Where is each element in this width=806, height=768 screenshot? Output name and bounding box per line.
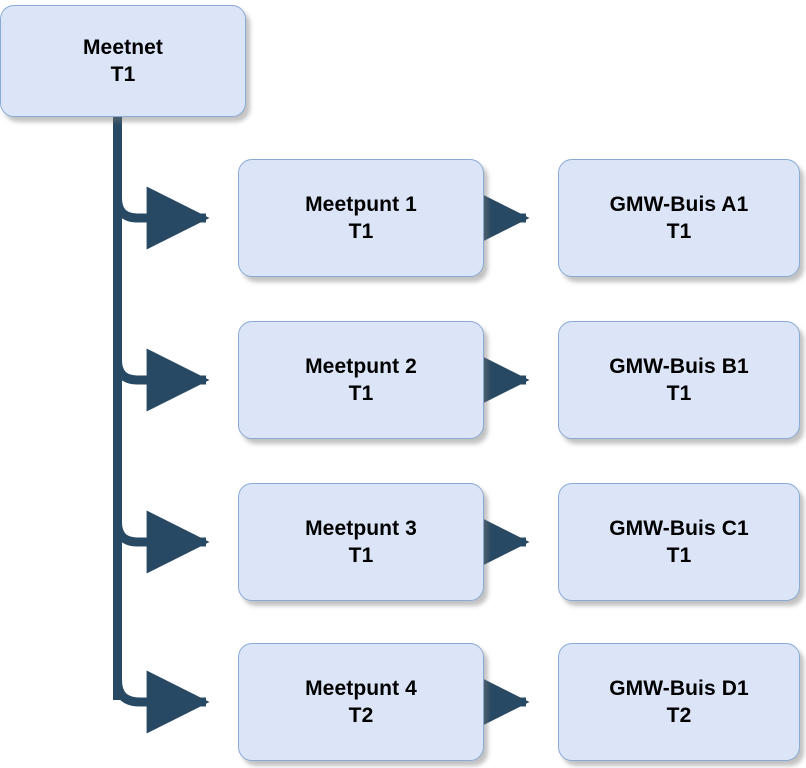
- node-version: T1: [348, 220, 374, 243]
- node-title: GMW-Buis C1: [609, 516, 749, 540]
- node-title: Meetpunt 1: [305, 192, 417, 216]
- edge-root-to-meetpunt-3: [113, 510, 210, 574]
- node-gmw-buis-b1[interactable]: GMW-Buis B1 T1: [558, 321, 800, 439]
- node-title: Meetpunt 2: [305, 354, 417, 378]
- node-title: GMW-Buis D1: [609, 676, 749, 700]
- node-title: GMW-Buis B1: [609, 354, 749, 378]
- node-version: T2: [348, 704, 374, 727]
- node-title: Meetpunt 3: [305, 516, 417, 540]
- node-version: T1: [348, 544, 374, 567]
- node-meetpunt-4[interactable]: Meetpunt 4 T2: [238, 643, 484, 761]
- node-version: T1: [666, 544, 692, 567]
- node-gmw-buis-d1[interactable]: GMW-Buis D1 T2: [558, 643, 800, 761]
- node-gmw-buis-a1[interactable]: GMW-Buis A1 T1: [558, 159, 800, 277]
- node-title: Meetpunt 4: [305, 676, 417, 700]
- node-version: T1: [666, 382, 692, 405]
- edge-root-to-meetpunt-4: [113, 670, 210, 734]
- node-meetpunt-2[interactable]: Meetpunt 2 T1: [238, 321, 484, 439]
- edge-root-to-meetpunt-2: [113, 348, 210, 412]
- node-version: T1: [110, 63, 136, 86]
- node-meetnet[interactable]: Meetnet T1: [0, 5, 246, 117]
- node-gmw-buis-c1[interactable]: GMW-Buis C1 T1: [558, 483, 800, 601]
- node-meetpunt-1[interactable]: Meetpunt 1 T1: [238, 159, 484, 277]
- edge-root-to-meetpunt-1: [113, 186, 210, 250]
- node-version: T2: [666, 704, 692, 727]
- node-title: Meetnet: [82, 35, 164, 59]
- node-version: T1: [348, 382, 374, 405]
- node-title: GMW-Buis A1: [609, 192, 749, 216]
- node-version: T1: [666, 220, 692, 243]
- node-meetpunt-3[interactable]: Meetpunt 3 T1: [238, 483, 484, 601]
